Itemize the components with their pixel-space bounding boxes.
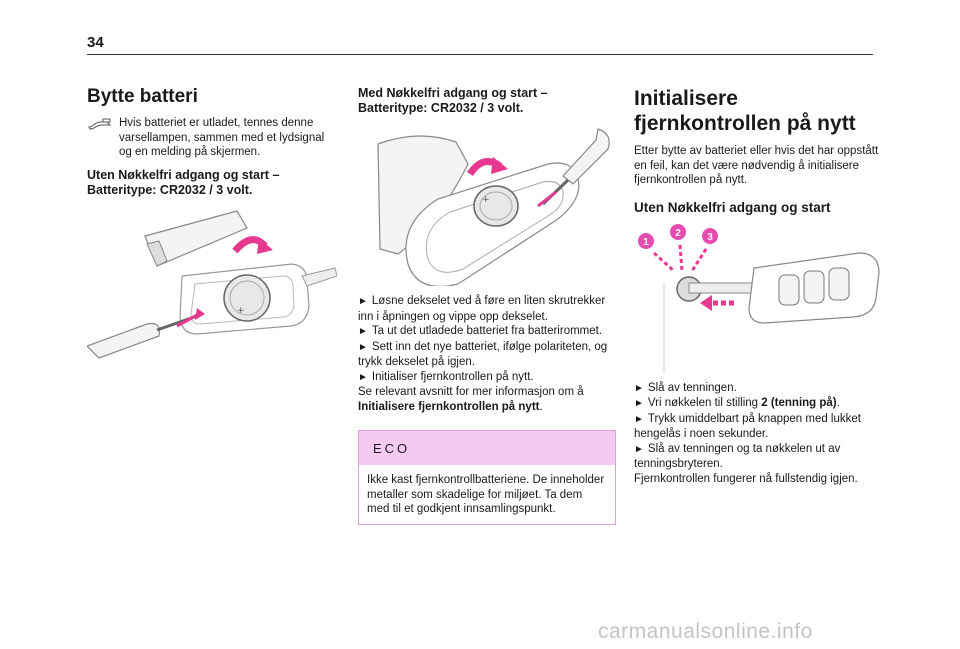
reference-link[interactable]: Initialisere fjernkontrollen på nytt [358, 400, 540, 413]
callout-1 [638, 232, 654, 249]
svg-text:+: + [482, 195, 490, 205]
final-text: Fjernkontrollen fungerer nå fullstendig … [634, 472, 858, 485]
step-item: ►Vri nøkkelen til stilling 2 (tenning på… [634, 397, 840, 409]
subheading-with-keyless: Med Nøkkelfri adgang og start – Batterit… [358, 86, 548, 115]
bullet-arrow-icon: ► [358, 296, 368, 307]
top-rule [87, 54, 873, 55]
page-number: 34 [87, 34, 104, 51]
bullet-arrow-icon: ► [634, 413, 644, 425]
init-steps-list: ►Slå av tenningen. ►Vri nøkkelen til sti… [634, 381, 884, 487]
bullet-arrow-icon: ► [634, 398, 644, 409]
warning-row: Hvis batteriet er utladet, tennes denne … [87, 116, 337, 160]
key-battery-illustration: + [87, 209, 337, 359]
callout-3 [702, 227, 718, 244]
step-item: ►Ta ut det utladede batteriet fra batter… [358, 325, 603, 337]
middle-column: Med Nøkkelfri adgang og start – Batterit… [358, 86, 616, 525]
step-item: ►Løsne dekselet ved å føre en liten skru… [358, 295, 606, 323]
warning-text: Hvis batteriet er utladet, tennes denne … [119, 117, 325, 158]
step-item: ►Trykk umiddelbart på knappen med lukket… [634, 412, 861, 441]
watermark: carmanualsonline.info [598, 620, 813, 643]
bullet-arrow-icon: ► [634, 382, 644, 394]
callout-2 [670, 223, 686, 240]
intro-text: Etter bytte av batteriet eller hvis det … [634, 145, 879, 186]
steps-list: ►Løsne dekselet ved å føre en liten skru… [358, 294, 616, 414]
step-item: ►Slå av tenningen. [634, 381, 737, 394]
step-item: ►Sett inn det nye batteriet, ifølge pola… [358, 340, 608, 369]
svg-text:2: 2 [675, 228, 681, 239]
keyless-fob-battery-illustration: + [377, 128, 610, 286]
battery-warning-icon [88, 118, 112, 130]
bullet-arrow-icon: ► [634, 443, 644, 455]
section-title-bytte-batteri: Bytte batteri [87, 86, 198, 107]
eco-text: Ikke kast fjernkontrollbatteriene. De in… [367, 474, 605, 515]
bullet-arrow-icon: ► [358, 371, 368, 383]
bullet-arrow-icon: ► [358, 326, 368, 337]
step-item: ►Initialiser fjernkontrollen på nytt. [358, 370, 534, 383]
ignition-key-illustration: 1 2 3 [638, 223, 880, 373]
section-title-initialize: Initialisere fjernkontrollen på nytt [634, 87, 856, 135]
svg-text:+: + [237, 306, 245, 316]
left-column: Bytte batteri Hvis batteriet er utladet,… [87, 86, 337, 374]
eco-box: ECO Ikke kast fjernkontrollbatteriene. D… [358, 430, 616, 525]
svg-text:3: 3 [707, 232, 713, 243]
subheading-without-keyless-right: Uten Nøkkelfri adgang og start [634, 199, 831, 215]
step-item: ►Slå av tenningen og ta nøkkelen ut av t… [634, 442, 841, 471]
see-reference: Se relevant avsnitt for mer informasjon … [358, 386, 584, 413]
svg-text:1: 1 [643, 237, 649, 248]
bullet-arrow-icon: ► [358, 341, 368, 353]
subheading-without-keyless: Uten Nøkkelfri adgang og start – Batteri… [87, 167, 280, 197]
eco-title: ECO [359, 431, 615, 465]
right-column: Initialisere fjernkontrollen på nytt Ett… [634, 86, 884, 486]
